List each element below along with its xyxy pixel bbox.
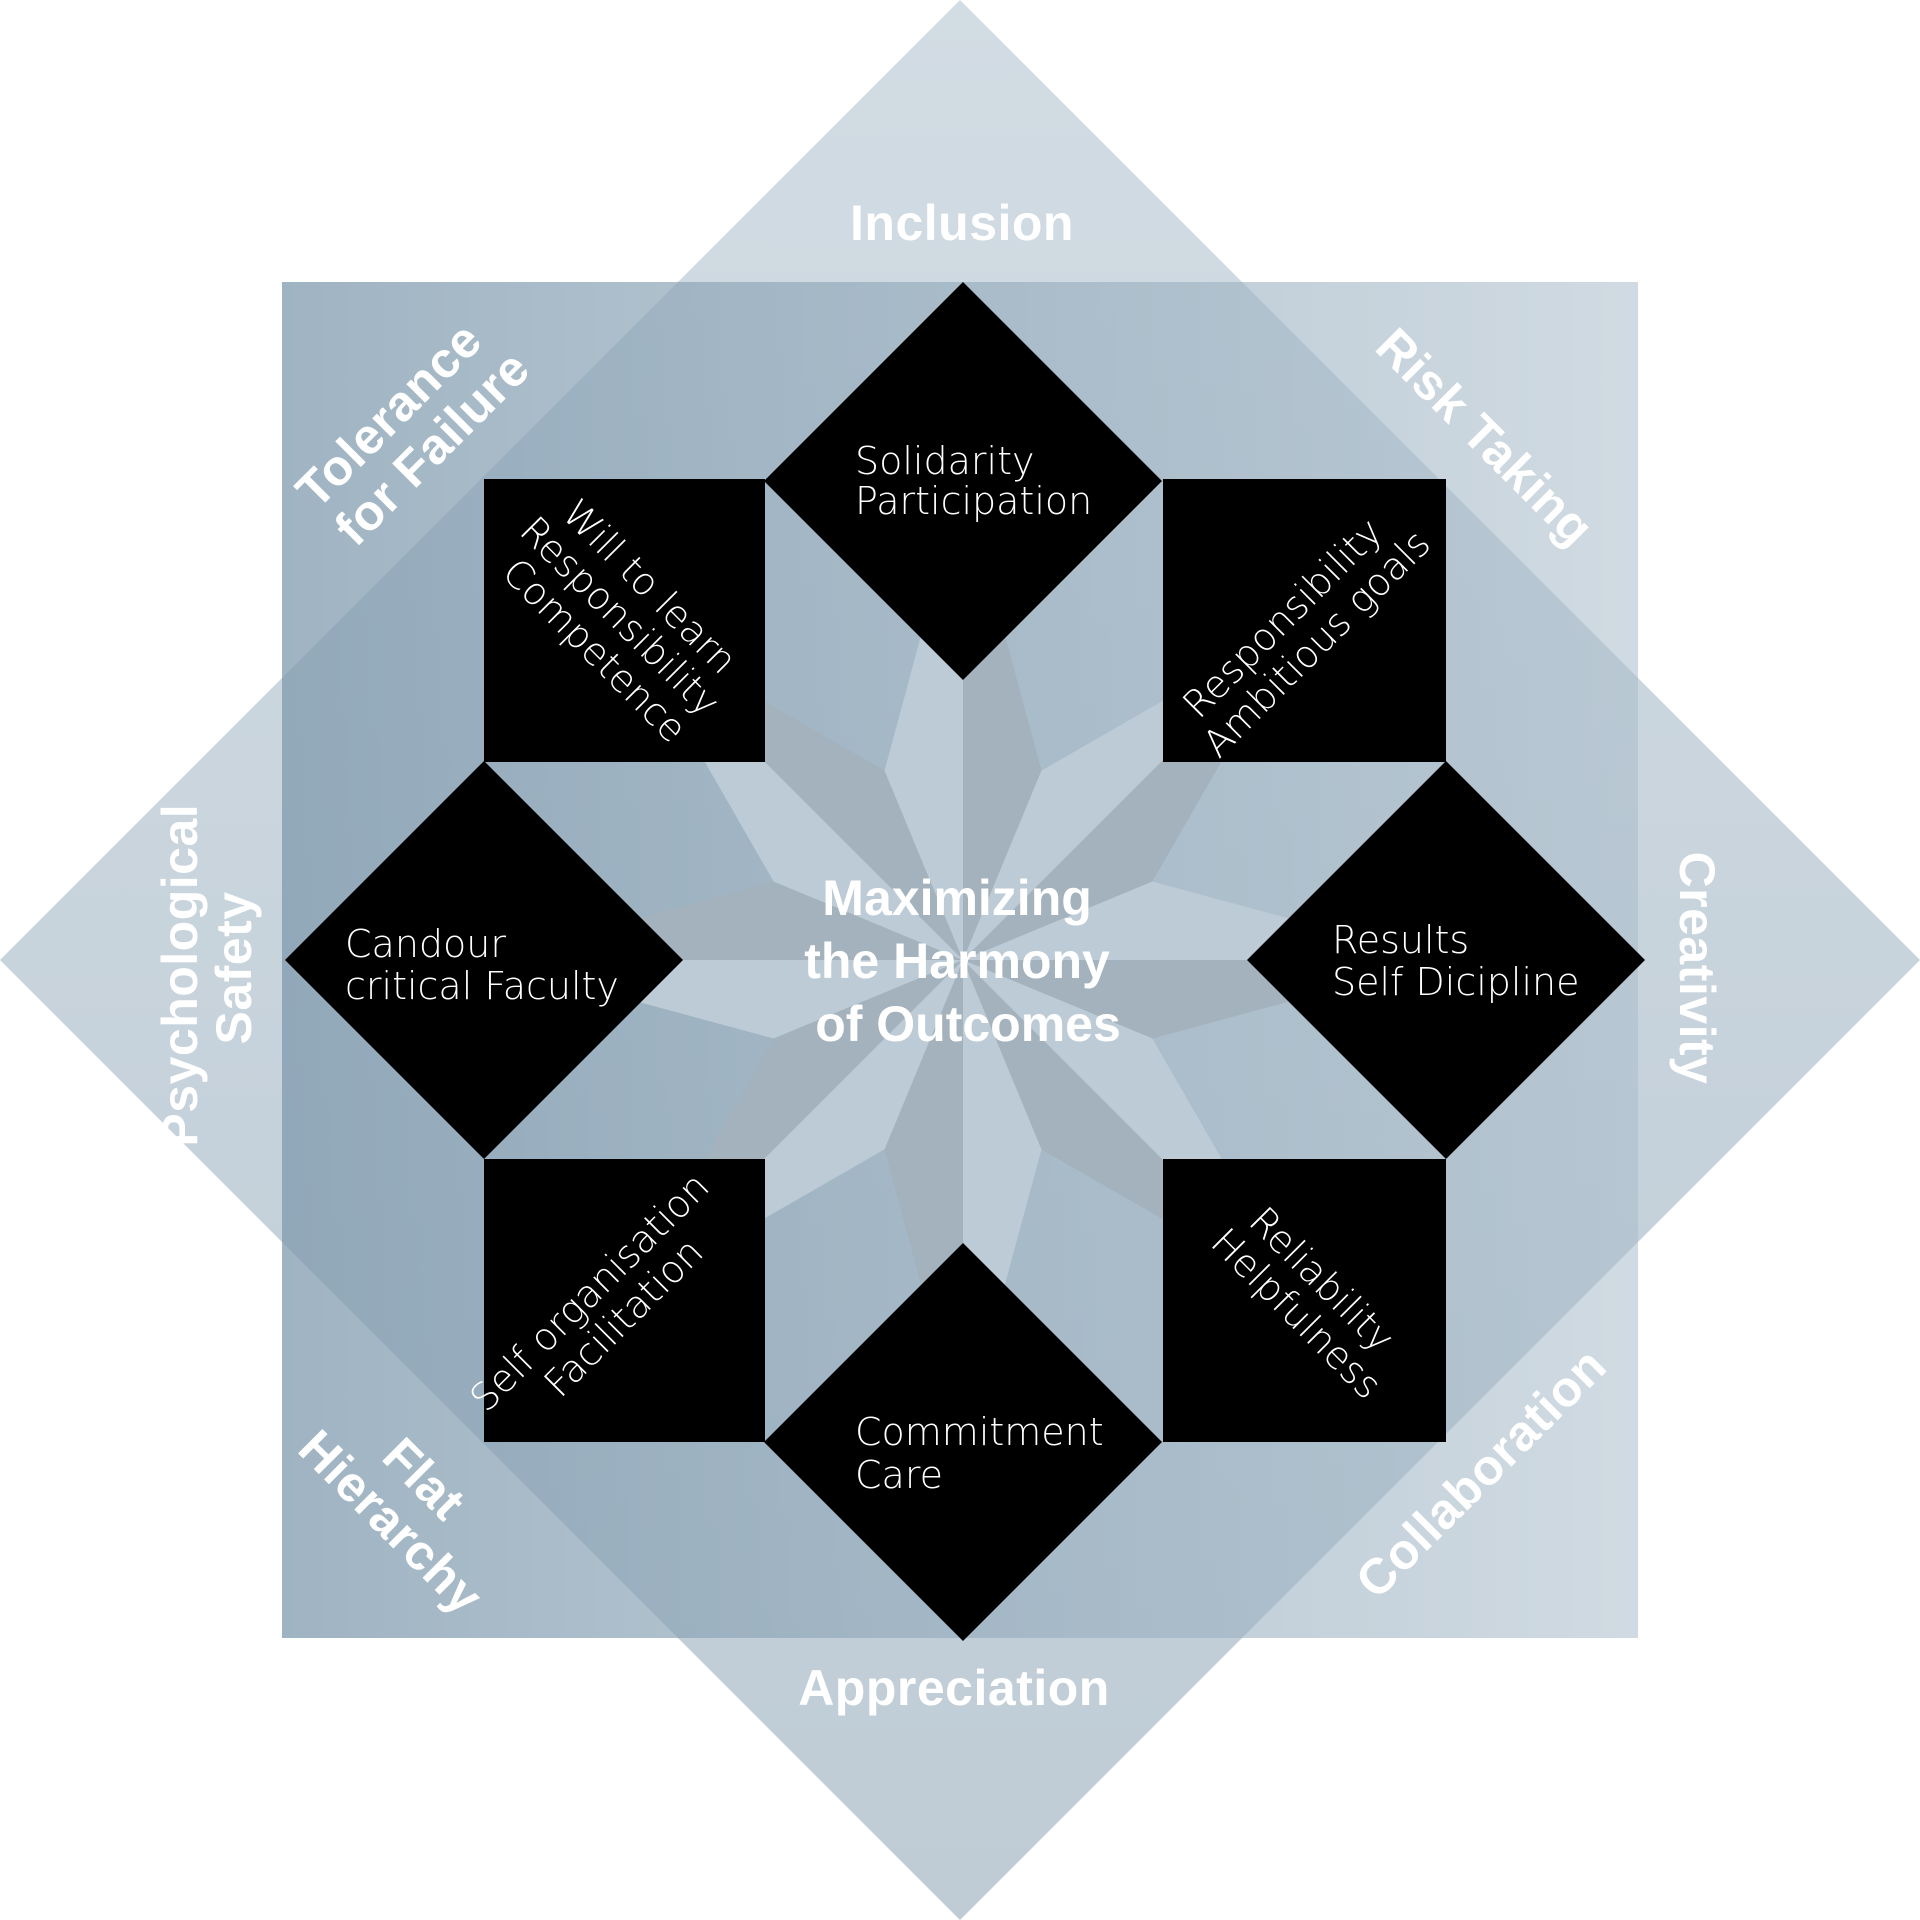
outer-label-creativity: Creativity [1669,852,1725,1085]
center-title-line-1: Maximizing [822,870,1091,926]
inner-label-right: Results Self Dicipline [1332,918,1579,1004]
inner-label-bottom-line-1: Commitment [855,1410,1104,1454]
outer-label-appreciation: Appreciation [798,1660,1110,1716]
outer-label-psychological-safety: Psychological Safety [152,789,262,1146]
inner-label-bottom: Commitment Care [855,1410,1116,1497]
tile-top-right [1163,479,1446,762]
inner-label-top: Solidarity Participation [855,439,1092,523]
outer-label-inclusion: Inclusion [850,195,1074,251]
tile-bottom-left [484,1159,765,1442]
inner-label-left-line-1: Candour [345,922,506,966]
inner-label-top-line-2: Participation [855,479,1092,523]
inner-label-bottom-line-2: Care [855,1453,943,1497]
tile-bottom-right [1163,1159,1446,1442]
inner-label-right-line-1: Results [1332,918,1469,962]
inner-label-top-line-1: Solidarity [855,439,1034,483]
outer-label-psychological-safety-line-1: Psychological [152,804,208,1147]
inner-label-left: Candour critical Faculty [345,922,619,1008]
tile-top-left [484,479,765,762]
tile-left [285,761,683,1159]
tile-right [1247,761,1645,1159]
inner-label-left-line-2: critical Faculty [345,964,619,1008]
tile-top [764,282,1162,680]
inner-label-right-line-2: Self Dicipline [1332,960,1579,1004]
outer-label-psychological-safety-line-2: Safety [206,891,262,1044]
center-title: Maximizing the Harmony of Outcomes [804,870,1124,1052]
inner-tiles [285,282,1645,1641]
center-title-line-2: the Harmony [804,933,1110,989]
tile-bottom [764,1243,1162,1641]
center-title-line-3: of Outcomes [815,996,1121,1052]
outer-label-creativity-line-1: Creativity [1669,852,1725,1085]
